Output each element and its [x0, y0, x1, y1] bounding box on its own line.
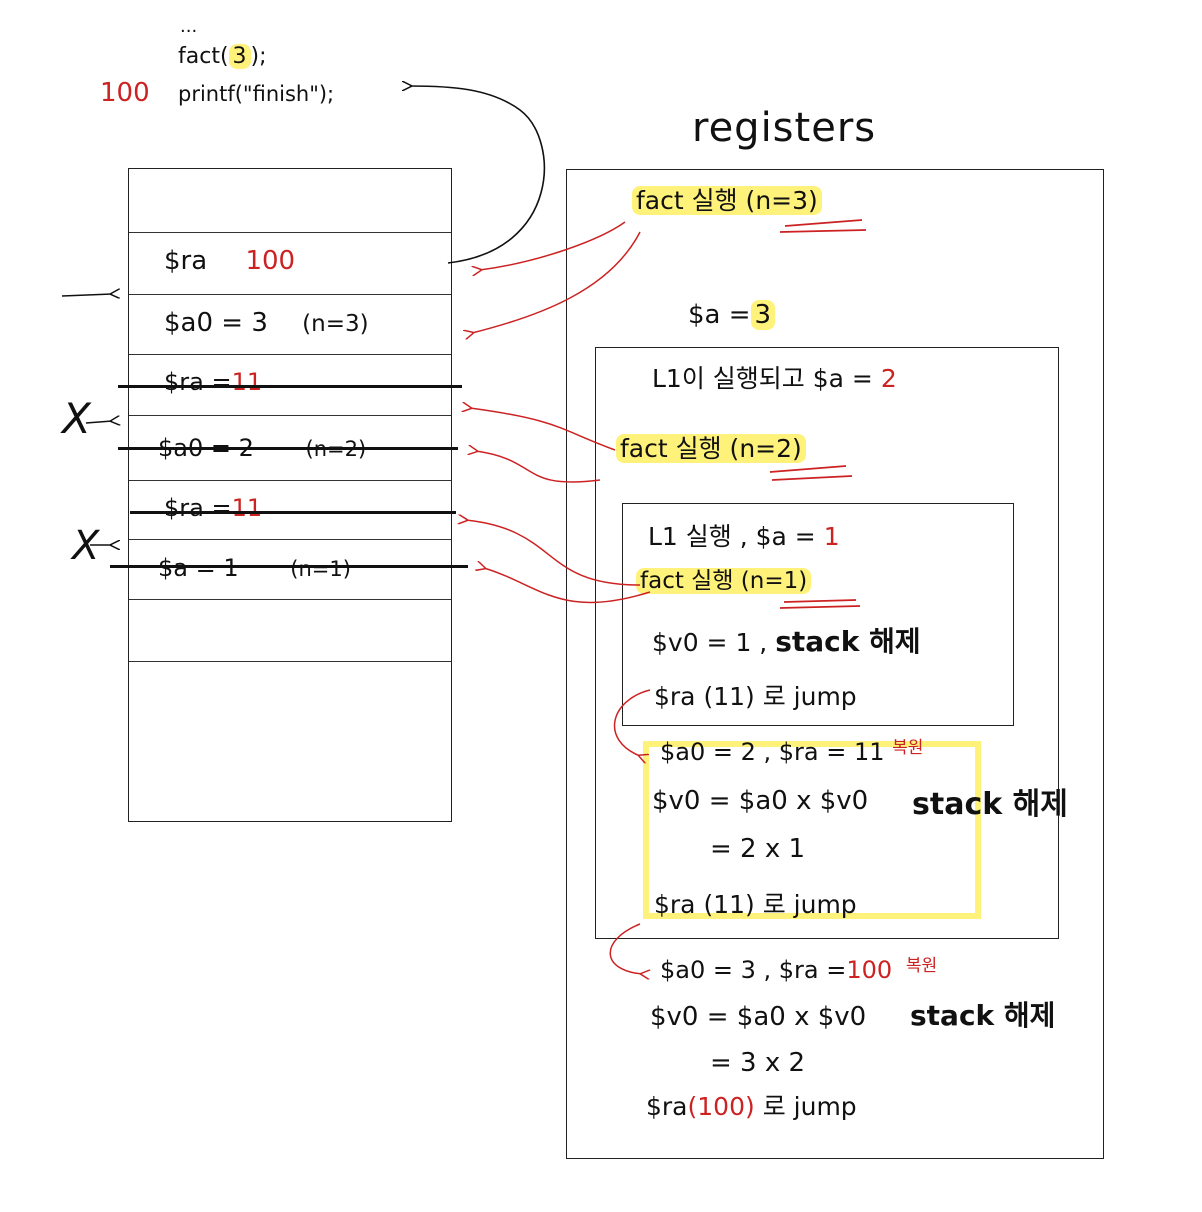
underline [779, 219, 867, 233]
x-mark-2: X [72, 523, 100, 569]
push-arrow [470, 408, 616, 451]
restore-label-1: 복원 [892, 738, 924, 758]
stack-free-3: stack 해제 [910, 999, 1056, 1032]
mul-result-3x2: = 3 x 2 [710, 1048, 806, 1078]
stack-n3-note: (n=3) [302, 311, 369, 337]
stack-free-1: stack 해제 [775, 625, 921, 658]
highlight-box [643, 741, 981, 919]
sp-arrow [61, 294, 112, 296]
stack-ra-value-2: 11 [231, 368, 263, 396]
registers-title: registers [692, 105, 877, 151]
jump-ra-100-val: (100) [687, 1092, 755, 1121]
l1-runs-text: L1이 실행되고 $a = [652, 364, 873, 393]
stack-divider [129, 539, 451, 540]
sp-arrow-2 [85, 421, 112, 423]
restore-a0-3-text: $a0 = 3 , $ra = [660, 956, 847, 984]
call-fact-n1-label: fact 실행 (n=1) [636, 568, 812, 594]
push-arrow [466, 520, 641, 586]
stack-ra-value: 100 [245, 246, 296, 276]
stack-entry-ra-11b-popped: $ra =11 [164, 496, 262, 520]
push-arrow [484, 568, 651, 604]
restore-a0-2: $a0 = 2 , $ra = 11 복원 [660, 738, 924, 766]
call-fact-n2-label: fact 실행 (n=2) [616, 434, 806, 463]
l1-runs-a1: L1 실행 , $a = 1 [648, 524, 840, 549]
code-line-fact-call: fact(3); [178, 44, 267, 69]
stack-entry-a-1-popped: $a = 1 (n=1) [158, 556, 351, 580]
stack-ra-label-2: $ra = [164, 368, 232, 396]
register-a-3: 3 [750, 300, 776, 330]
strike-line [130, 511, 456, 514]
stack-divider [129, 232, 451, 233]
x-mark-1: X [62, 394, 91, 443]
stack-entry-a0-3: $a0 = 3 (n=3) [164, 310, 369, 336]
jump-ra-11: $ra (11) 로 jump [654, 682, 857, 711]
v0-1-text: $v0 = 1 , [652, 628, 768, 657]
push-arrow [480, 221, 626, 270]
stack-divider [129, 354, 451, 355]
stack-a0-3: $a0 = 3 [164, 308, 268, 338]
l1-runs-val-2: 1 [823, 522, 840, 551]
stack-ra-label: $ra [164, 246, 208, 276]
code-line-printf: printf("finish"); [178, 82, 335, 106]
mul-result-2x1: = 2 x 1 [710, 834, 806, 864]
code-return-address: 100 [100, 78, 150, 108]
l1-runs-text-2: L1 실행 , $a = [648, 522, 816, 551]
v0-equals-1: $v0 = 1 , stack 해제 [652, 628, 921, 656]
return-flow-arrow [613, 689, 651, 756]
call-fact-n2: fact 실행 (n=2) [616, 434, 806, 463]
stack-entry-ra-11-popped: $ra =11 [164, 370, 262, 394]
strike-line [118, 385, 462, 388]
call-fact-n3: fact 실행 (n=3) [632, 186, 822, 215]
code-fact-arg: 3 [228, 44, 251, 69]
stack-free-2: stack 해제 [912, 787, 1068, 822]
frame-n1 [622, 503, 1014, 726]
push-arrow [472, 231, 641, 333]
stack-divider [129, 661, 451, 662]
push-arrow [476, 451, 601, 483]
l1-runs-a2: L1이 실행되고 $a = 2 [652, 366, 897, 391]
restore-a0-2-text: $a0 = 2 , $ra = 11 [660, 738, 885, 766]
stack-divider [129, 415, 451, 416]
return-arrow [410, 86, 546, 264]
stack-ra-label-3: $ra = [164, 494, 232, 522]
v0-mul-2: $v0 = $a0 x $v0 [652, 788, 868, 814]
code-fact: fact( [178, 44, 229, 69]
restore-a0-3-val: 100 [846, 956, 893, 984]
jump-ra-11b: $ra (11) 로 jump [654, 890, 857, 919]
return-flow-arrow [609, 923, 642, 974]
code-dots: ... [180, 16, 198, 37]
register-a-value: $a =3 [688, 300, 776, 330]
register-a-label: $a = [688, 300, 751, 330]
registers-frame [566, 169, 1104, 1159]
frame-n2 [595, 347, 1059, 939]
underline [769, 465, 853, 481]
stack-n1-note: (n=1) [290, 557, 351, 581]
jump-ra-100-b: 로 jump [762, 1092, 857, 1121]
code-fact-end: ); [250, 44, 267, 69]
stack-divider [129, 599, 451, 600]
strike-line [110, 565, 468, 568]
l1-runs-val: 2 [880, 364, 897, 393]
restore-a0-3: $a0 = 3 , $ra =100 복원 [660, 956, 938, 984]
stack-divider [129, 294, 451, 295]
call-fact-n1: fact 실행 (n=1) [636, 568, 812, 594]
stack-entry-ra-100: $ra 100 [164, 248, 295, 274]
call-fact-n3-label: fact 실행 (n=3) [632, 186, 822, 215]
stack-a-1: $a = 1 [158, 554, 239, 582]
jump-ra-100: $ra(100) 로 jump [646, 1094, 857, 1119]
restore-label-2: 복원 [905, 956, 938, 976]
underline [779, 599, 861, 609]
strike-line [118, 447, 458, 450]
jump-ra-100-a: $ra [646, 1092, 688, 1121]
v0-mul-2-text: $v0 = $a0 x $v0 [652, 786, 869, 816]
stack-ra-value-3: 11 [231, 494, 263, 522]
stack-divider [129, 480, 451, 481]
v0-mul-3: $v0 = $a0 x $v0 [650, 1002, 867, 1032]
